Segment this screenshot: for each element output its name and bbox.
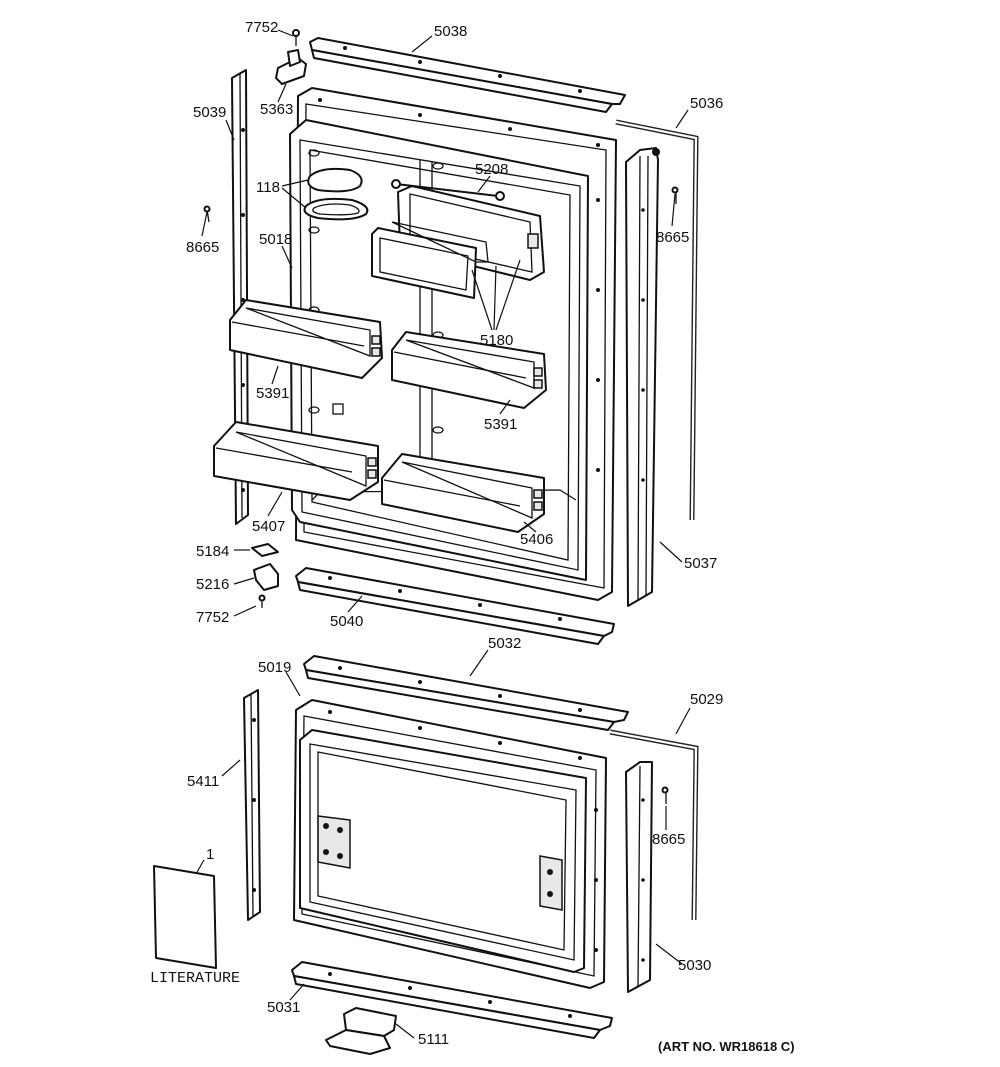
module-5208	[391, 179, 545, 281]
leader-lines	[195, 29, 691, 1039]
screw-8665-right	[671, 186, 679, 204]
label-5029: 5029	[690, 691, 724, 708]
label-5038: 5038	[434, 23, 468, 40]
label-5030: 5030	[678, 957, 712, 974]
label-5036: 5036	[690, 95, 724, 112]
label-5180: 5180	[480, 332, 514, 349]
covers-5180	[371, 221, 489, 299]
top-trim-5038	[309, 37, 626, 113]
label-1: 1	[206, 846, 215, 863]
label-5031: 5031	[267, 999, 301, 1016]
top-trim-5032	[303, 655, 629, 731]
label-literature: LITERATURE	[150, 970, 241, 987]
door-bin-5406	[381, 453, 545, 533]
hinge-5216	[253, 563, 279, 591]
label-5040: 5040	[330, 613, 364, 630]
label-5216: 5216	[196, 576, 230, 593]
literature-booklet	[153, 865, 217, 969]
label-5039: 5039	[193, 104, 227, 121]
label-8665-left: 8665	[186, 239, 220, 256]
bracket-5111	[325, 1007, 397, 1055]
label-5208: 5208	[475, 161, 509, 178]
side-trim-5411	[243, 689, 261, 921]
label-5032: 5032	[488, 635, 522, 652]
screw-8665-lower	[661, 786, 669, 804]
side-trim-5037	[625, 147, 660, 607]
shelf-bin-5391-left	[229, 299, 383, 379]
label-8665-lower: 8665	[652, 831, 686, 848]
label-5019: 5019	[258, 659, 292, 676]
bottom-trim-5040	[295, 567, 615, 645]
shim-5184	[251, 543, 279, 557]
label-5391-left: 5391	[256, 385, 290, 402]
label-5407: 5407	[252, 518, 286, 535]
door-bin-5407	[213, 421, 379, 501]
label-5018: 5018	[259, 231, 293, 248]
lower-door-panel-5019	[293, 699, 607, 989]
hinge-5363	[275, 49, 307, 85]
screw-8665-left	[203, 205, 211, 223]
label-5184: 5184	[196, 543, 230, 560]
gasket-5029	[609, 729, 699, 921]
label-7752-bottom: 7752	[196, 609, 230, 626]
label-8665-right: 8665	[656, 229, 690, 246]
label-5406: 5406	[520, 531, 554, 548]
label-5037: 5037	[684, 555, 718, 572]
screw-7752-top	[292, 29, 300, 46]
label-7752-top: 7752	[245, 19, 279, 36]
label-5363: 5363	[260, 101, 294, 118]
dairy-covers-118	[303, 167, 369, 221]
label-5391-right: 5391	[484, 416, 518, 433]
side-trim-5030	[625, 761, 653, 993]
screw-7752-bottom	[258, 594, 266, 608]
bottom-trim-5031	[291, 961, 613, 1039]
art-number: (ART NO. WR18618 C)	[658, 1039, 795, 1054]
gasket-5036	[615, 119, 699, 521]
label-118: 118	[256, 179, 280, 196]
shelf-bin-5391-right	[391, 331, 547, 409]
label-5111: 5111	[418, 1031, 450, 1048]
label-5411: 5411	[187, 773, 220, 790]
